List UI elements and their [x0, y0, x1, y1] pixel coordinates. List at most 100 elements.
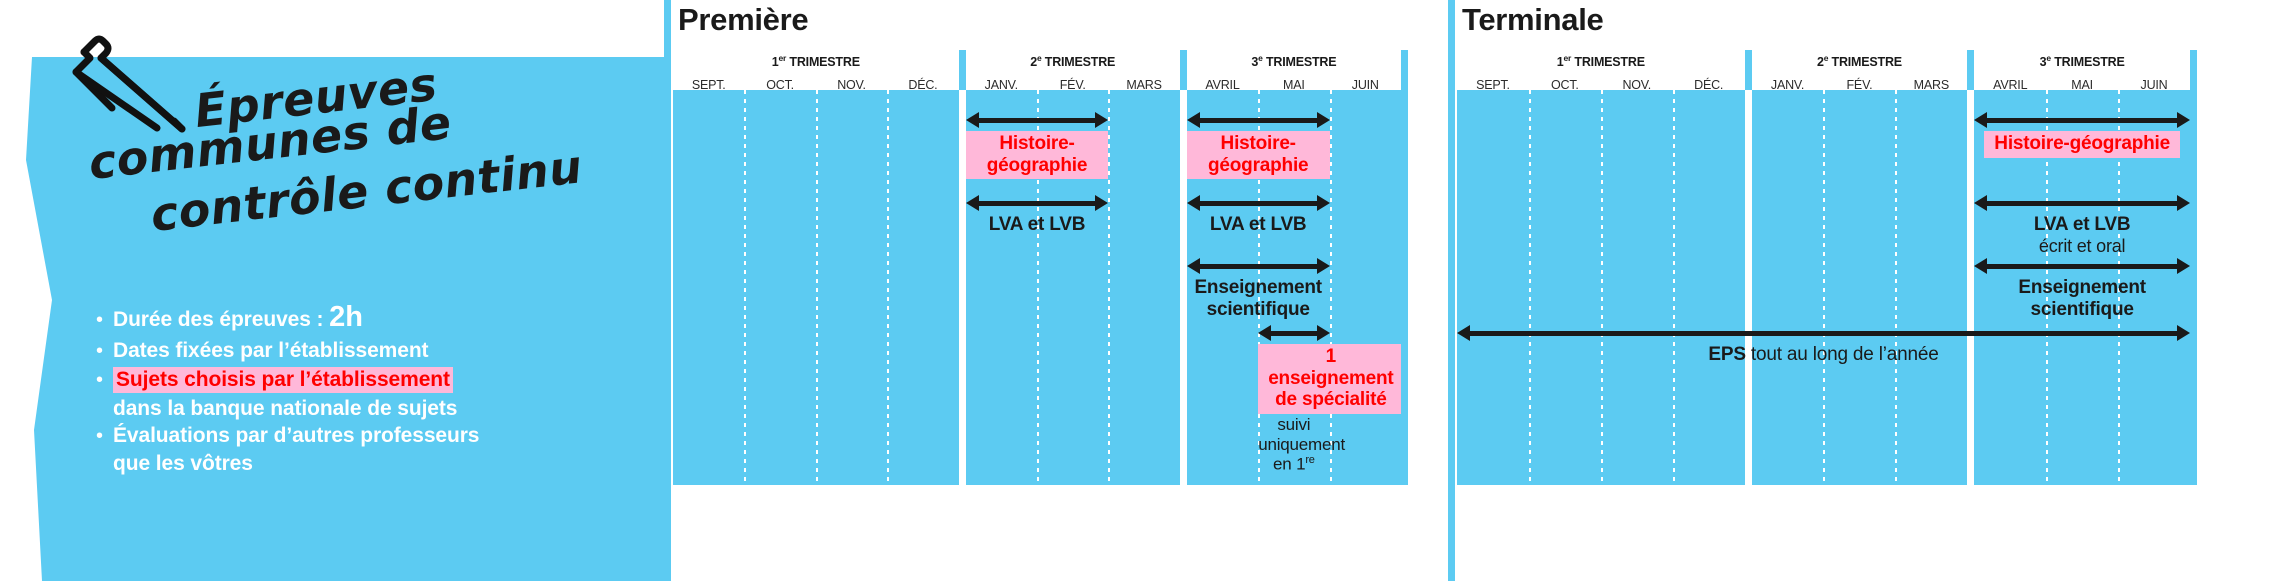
left-info-panel: Épreuves communes de contrôle continu • … [0, 0, 664, 581]
trimester-gap [1744, 90, 1752, 485]
trimester-label-3: 3e TRIMESTRE [2039, 53, 2125, 70]
month-label-row: SEPT.OCT.NOV.DÉC. [673, 71, 959, 93]
month-label-oct: OCT. [766, 78, 794, 93]
trimester-separator-bar [1744, 50, 1752, 90]
month-column-fév [1036, 90, 1108, 485]
timeline-item-histoire-geographie-t3[interactable]: Histoire-géographie [1974, 112, 2190, 158]
duree-text: Durée des épreuves : [113, 308, 330, 331]
timeline-end-accent-bar [1401, 90, 1408, 485]
list-item-evaluations: • Évaluations par d’autres professeurs [96, 423, 616, 449]
year-title-terminale: Terminale [1462, 2, 1604, 37]
timeline-item-label: EPS tout au long de l’année [1708, 344, 1939, 365]
bullet-icon: • [96, 424, 104, 447]
trimester-body-1 [673, 90, 959, 485]
month-label-oct: OCT. [1551, 78, 1579, 93]
timeline-header-terminale: 1er TRIMESTRE SEPT. OCT. NOV. DÉC. 2e TRIMEST… [1457, 50, 2197, 93]
trimester-body-2 [1751, 90, 1968, 485]
timeline-end-accent-bar [2190, 90, 2197, 485]
page-title: Épreuves communes de contrôle continu [70, 57, 640, 283]
trimester-header-1: 1er TRIMESTRE SEPT. OCT. NOV. DÉC. [1457, 50, 1745, 93]
year-left-accent-bar-terminale [1448, 0, 1455, 581]
list-item-duree: • Durée des épreuves : 2h [96, 300, 616, 335]
trimester-gap [958, 90, 966, 485]
month-column-nov [1600, 90, 1673, 485]
month-column-juin [2118, 90, 2190, 485]
timeline-item-label: LVA et LVB [1209, 214, 1307, 235]
double-arrow-icon [1974, 112, 2190, 128]
month-column-fév [1823, 90, 1895, 485]
trimester-label-2: 2e TRIMESTRE [1816, 53, 1902, 70]
month-column-mai [1258, 90, 1329, 485]
pen-icon [72, 35, 186, 133]
month-label-avril: AVRIL [1993, 78, 2028, 93]
trimester-gap [1967, 90, 1975, 485]
month-label-mars: MARS [1913, 78, 1950, 93]
month-label-row: JANV.FÉV.MARS [966, 71, 1180, 93]
highlighted-sujets-text: Sujets choisis par l’établissement [113, 366, 453, 394]
month-label-nov: NOV. [837, 78, 866, 93]
list-item-evaluations-subline: que les vôtres [113, 452, 253, 476]
double-arrow-icon [1974, 195, 2190, 211]
timeline-item-lva-lvb-t2[interactable]: LVA et LVB [965, 195, 1109, 236]
double-arrow-icon [965, 112, 1109, 128]
timeline-item-label: Histoire-géographie [1186, 131, 1330, 180]
double-arrow-icon [965, 195, 1109, 211]
double-arrow-icon [1258, 325, 1330, 341]
trimester-label-2: 2e TRIMESTRE [1030, 53, 1116, 70]
list-item-label: Sujets choisis par l’établissement [113, 366, 453, 394]
month-label-déc: DÉC. [1694, 78, 1724, 93]
double-arrow-icon [1457, 325, 2190, 341]
month-column-juin [1329, 90, 1401, 485]
list-item-label: Dates fixées par l’établissement [113, 339, 429, 363]
month-label-row: JANV.FÉV.MARS [1752, 71, 1968, 93]
timeline-item-sublabel: écrit et oral [2038, 236, 2126, 257]
trimester-label-1: 1er TRIMESTRE [1556, 53, 1645, 70]
timeline-item-histoire-geographie-t2[interactable]: Histoire-géographie [965, 112, 1109, 180]
timeline-item-lva-lvb-t3[interactable]: LVA et LVB [1186, 195, 1330, 236]
list-item-label: Durée des épreuves : 2h [113, 300, 363, 335]
timeline-item-note: suivi uniquement en 1re [1258, 414, 1346, 475]
month-label-sept: SEPT. [1476, 78, 1510, 93]
month-label-déc: DÉC. [908, 78, 938, 93]
month-label-juin: JUIN [2140, 78, 2168, 93]
month-column-sept [1457, 90, 1529, 485]
month-label-row: SEPT. OCT. NOV. DÉC. [1457, 71, 1745, 93]
month-label-mai: MAI [2071, 78, 2093, 93]
month-label-avril: AVRIL [1205, 78, 1240, 93]
double-arrow-icon [1186, 258, 1330, 274]
trimester-label-1: 1er TRIMESTRE [771, 53, 860, 70]
bullet-icon: • [96, 340, 104, 363]
trimester-separator-bar [958, 50, 966, 90]
duree-value: 2h [329, 301, 364, 333]
month-column-oct [1528, 90, 1601, 485]
left-panel-background-shape [26, 57, 664, 581]
month-label-nov: NOV. [1622, 78, 1652, 93]
trimester-body-1 [1457, 90, 1745, 485]
year-title-premiere: Première [678, 2, 809, 37]
timeline-item-eps-full-year[interactable]: EPS tout au long de l’année [1457, 325, 2190, 366]
year-left-accent-bar-premiere [664, 0, 671, 581]
trimester-label-3: 3e TRIMESTRE [1251, 53, 1337, 70]
timeline-item-label: Histoire-géographie [965, 131, 1109, 180]
double-arrow-icon [1186, 112, 1330, 128]
trimester-separator-bar [1179, 50, 1187, 90]
timeline-body-premiere [673, 90, 1408, 485]
timeline-item-histoire-geographie-t3[interactable]: Histoire-géographie [1186, 112, 1330, 180]
timeline-end-bar [1400, 50, 1408, 90]
month-label-janv: JANV. [984, 78, 1018, 93]
double-arrow-icon [1974, 258, 2190, 274]
list-item-sujets-subline: dans la banque nationale de sujets [113, 397, 458, 421]
